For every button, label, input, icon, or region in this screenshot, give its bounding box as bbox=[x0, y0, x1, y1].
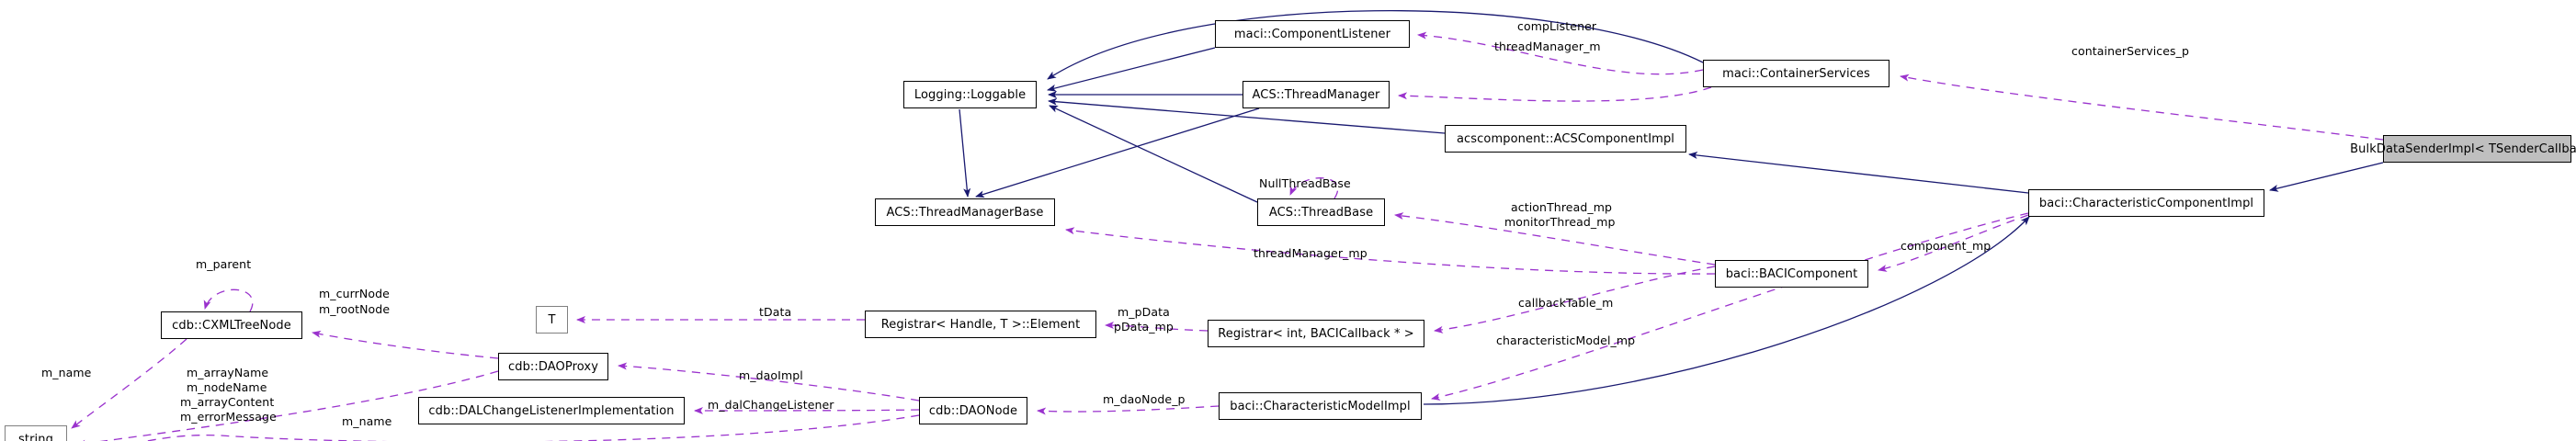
edge-label-tdata: tData bbox=[759, 305, 792, 319]
node-acs-threadmanagerbase[interactable]: ACS::ThreadManagerBase bbox=[875, 198, 1055, 226]
node-cdb-daonode[interactable]: cdb::DAONode bbox=[919, 397, 1027, 424]
node-baci-characteristicmodelimpl[interactable]: baci::CharacteristicModelImpl bbox=[1219, 392, 1422, 420]
edge-label-actionthread-mp: actionThread_mp bbox=[1511, 200, 1613, 214]
edge-label-m-arrayname: m_arrayName bbox=[187, 366, 269, 379]
edge-label-m-errormessage: m_errorMessage bbox=[180, 410, 277, 424]
node-baci-characteristiccomponentimpl[interactable]: baci::CharacteristicComponentImpl bbox=[2028, 189, 2264, 217]
edge-label-m-currnode: m_currNode bbox=[319, 287, 390, 300]
node-generic-t[interactable]: T bbox=[536, 306, 568, 334]
edge-label-complistener: compListener bbox=[1517, 19, 1597, 33]
edge-label-characteristicmodel-mp: characteristicModel_mp bbox=[1496, 334, 1636, 347]
node-cdb-cxmltreenode[interactable]: cdb::CXMLTreeNode bbox=[161, 311, 302, 339]
edge-label-m-nodename: m_nodeName bbox=[187, 380, 267, 394]
node-acs-threadbase[interactable]: ACS::ThreadBase bbox=[1257, 198, 1385, 226]
edge-label-m-daoimpl: m_daoImpl bbox=[739, 368, 803, 382]
edge-label-m-rootnode: m_rootNode bbox=[319, 302, 391, 316]
edge-label-pdata-mp: pData_mp bbox=[1114, 320, 1174, 334]
node-baci-bacicomponent[interactable]: baci::BACIComponent bbox=[1715, 260, 1868, 288]
node-bulkdatasenderimpl[interactable]: BulkDataSenderImpl< TSenderCallback > bbox=[2350, 135, 2576, 163]
edge-label-m-name-bottom: m_name bbox=[342, 414, 392, 428]
edge-label-threadmanager-m: threadManager_m bbox=[1494, 40, 1601, 53]
edge-label-containerservices-p: containerServices_p bbox=[2071, 44, 2190, 58]
node-cdb-daoproxy[interactable]: cdb::DAOProxy bbox=[498, 353, 608, 380]
node-registrar-int-bacicallback[interactable]: Registrar< int, BACICallback * > bbox=[1208, 320, 1424, 347]
node-logging-loggable[interactable]: Logging::Loggable bbox=[903, 81, 1037, 108]
edge-label-nullthreadbase: NullThreadBase bbox=[1259, 176, 1351, 190]
node-string[interactable]: string bbox=[5, 425, 67, 441]
edge-label-m-daonode-p: m_daoNode_p bbox=[1103, 392, 1186, 406]
node-acscomponent-acscomponentimpl[interactable]: acscomponent::ACSComponentImpl bbox=[1445, 125, 1686, 153]
edge-label-threadmanager-mp: threadManager_mp bbox=[1254, 246, 1367, 260]
node-registrar-handle-element[interactable]: Registrar< Handle, T >::Element bbox=[865, 311, 1096, 338]
edge-label-m-arraycontent: m_arrayContent bbox=[180, 395, 275, 409]
edge-label-m-dalchangelistener: m_dalChangeListener bbox=[708, 398, 834, 412]
edge-label-callbacktable-m: callbackTable_m bbox=[1518, 296, 1614, 310]
node-maci-containerservices[interactable]: maci::ContainerServices bbox=[1703, 60, 1889, 87]
node-maci-componentlistener[interactable]: maci::ComponentListener bbox=[1215, 20, 1410, 48]
edge-label-component-mp: component_mp bbox=[1901, 239, 1992, 253]
edge-label-m-name-top: m_name bbox=[41, 366, 92, 379]
node-acs-threadmanager[interactable]: ACS::ThreadManager bbox=[1243, 81, 1390, 108]
edge-label-m-parent: m_parent bbox=[196, 257, 252, 271]
edge-label-monitorthread-mp: monitorThread_mp bbox=[1504, 215, 1616, 229]
node-cdb-dalchangelistenerimplementation[interactable]: cdb::DALChangeListenerImplementation bbox=[418, 397, 685, 424]
edge-label-m-pdata: m_pData bbox=[1118, 305, 1170, 319]
